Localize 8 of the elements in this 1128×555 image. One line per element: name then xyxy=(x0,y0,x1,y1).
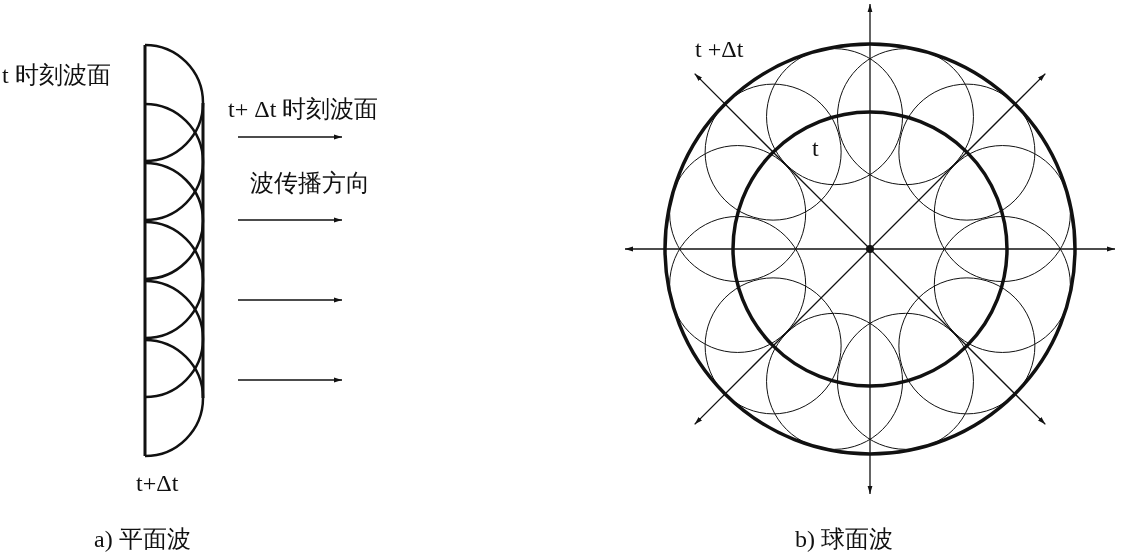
wavefront-label: t 时刻波面 xyxy=(2,62,111,89)
panel-caption: a) 平面波 xyxy=(94,526,191,553)
direction-label: 波传播方向 xyxy=(250,170,370,197)
wavefront-label: t+Δt xyxy=(136,470,179,497)
wavefront-label: t xyxy=(812,135,819,162)
panel-caption: b) 球面波 xyxy=(795,526,893,553)
wavefront-label: t+ Δt 时刻波面 xyxy=(228,96,379,123)
wavefront-label: t +Δt xyxy=(695,36,744,63)
